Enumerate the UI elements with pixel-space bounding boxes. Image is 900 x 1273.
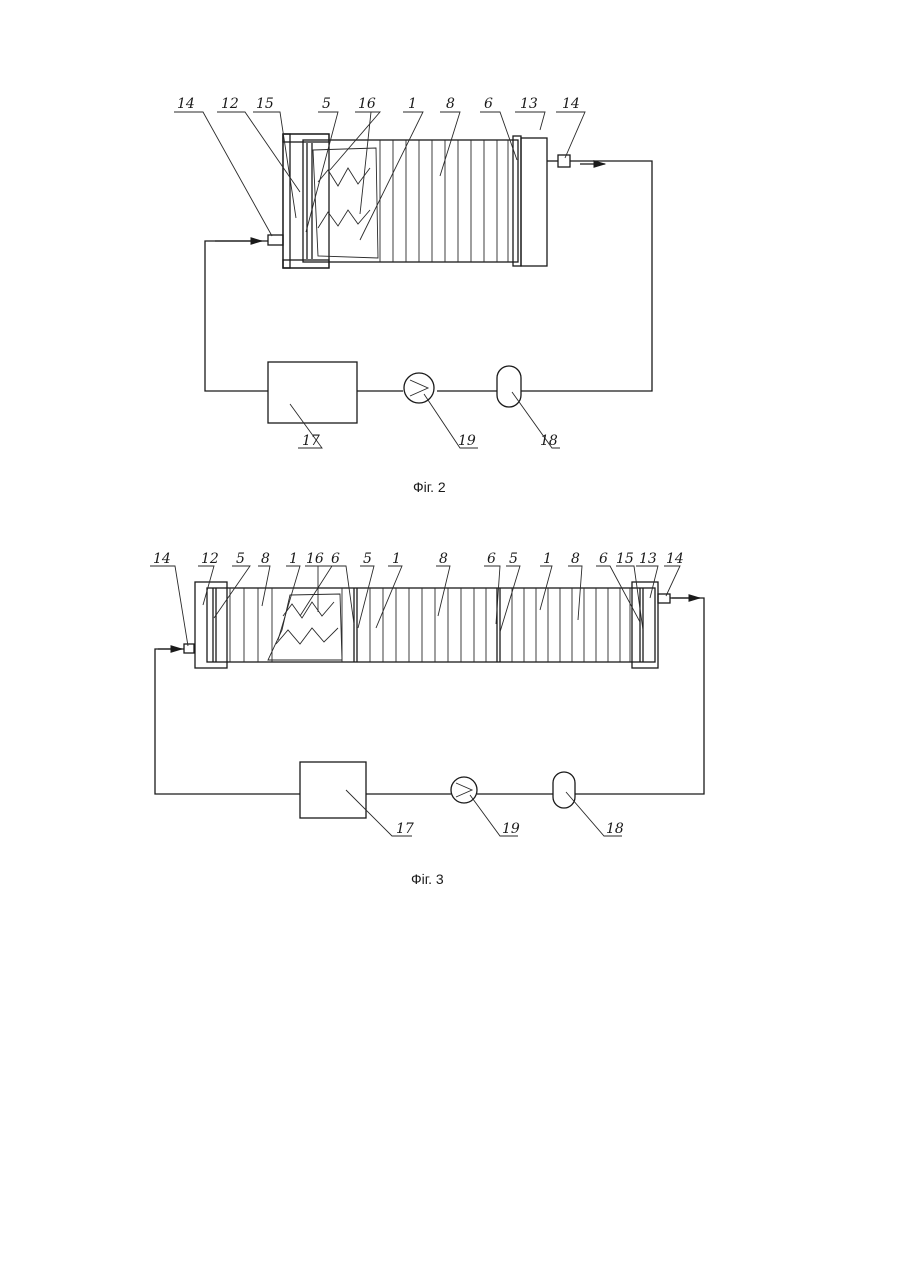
fig2-label-14-outlet: 14 <box>562 96 580 112</box>
fig2-heat-exchanger <box>268 134 570 268</box>
fig3-label-8c: 8 <box>571 551 580 567</box>
fig3-cutaway <box>268 594 342 660</box>
fig3-label-14-inlet: 14 <box>153 551 171 567</box>
fig3-label-6a: 6 <box>331 551 340 567</box>
fig2-label-12: 12 <box>221 96 239 112</box>
fig2-zigzag-bottom <box>318 210 370 228</box>
fig2-label-1: 1 <box>408 96 417 112</box>
fig2-label-6: 6 <box>484 96 493 112</box>
fig3-label-14-outlet: 14 <box>666 551 684 567</box>
fig3-pipe-left <box>155 649 300 794</box>
fig2-body <box>303 140 518 262</box>
fig3-outlet-nozzle <box>658 594 670 603</box>
fig2-labels: 14 12 15 5 16 1 8 6 13 14 17 19 18 <box>177 96 580 449</box>
fig3-vessel-18 <box>553 772 575 808</box>
fig2-vessel-18 <box>497 366 521 407</box>
fig3-body <box>207 588 655 662</box>
fig3-label-5a: 5 <box>236 551 245 567</box>
fig2-pump-19 <box>404 373 434 403</box>
fig3-label-8a: 8 <box>261 551 270 567</box>
fig3-label-8b: 8 <box>439 551 448 567</box>
fig3-label-1c: 1 <box>543 551 552 567</box>
fig2-label-14-inlet: 14 <box>177 96 195 112</box>
fig2-label-18: 18 <box>540 433 558 449</box>
fig3-unit-17 <box>300 762 366 818</box>
fig3-label-5b: 5 <box>363 551 372 567</box>
fig2-label-15: 15 <box>256 96 274 112</box>
fig3-label-17: 17 <box>396 821 414 837</box>
fig2-label-5: 5 <box>322 96 331 112</box>
fig2-label-13: 13 <box>520 96 538 112</box>
fig3-inlet-nozzle <box>184 644 194 653</box>
fig2-label-8: 8 <box>446 96 455 112</box>
fig2-plate-6 <box>513 136 521 266</box>
fig3-zigzag-bottom <box>276 628 338 644</box>
fig3-caption: Фіг. 3 <box>411 871 444 887</box>
fig3-leaders <box>150 566 680 836</box>
fig3-label-6c: 6 <box>599 551 608 567</box>
fig2-outlet-nozzle <box>558 155 570 167</box>
fig3-label-18: 18 <box>606 821 624 837</box>
fig3-left-cap <box>195 582 227 668</box>
fig2-unit-17 <box>268 362 357 423</box>
fig3-right-cap <box>632 582 658 668</box>
figure-2: 14 12 15 5 16 1 8 6 13 14 17 19 18 Фіг. … <box>174 96 652 495</box>
fig2-label-19: 19 <box>458 433 476 449</box>
fig3-label-5c: 5 <box>509 551 518 567</box>
fig2-caption: Фіг. 2 <box>413 479 446 495</box>
fig3-label-16: 16 <box>306 551 324 567</box>
fig2-inlet-nozzle <box>268 235 283 245</box>
fig2-right-cap <box>521 138 547 266</box>
fig3-label-19: 19 <box>502 821 520 837</box>
fig2-leaders <box>174 112 585 448</box>
fig3-pipe-loop <box>155 598 704 794</box>
fig2-pipe-left <box>205 241 268 391</box>
fig3-label-15: 15 <box>616 551 634 567</box>
fig3-label-1a: 1 <box>289 551 298 567</box>
fig2-zigzag-top <box>318 168 370 186</box>
fig3-label-1b: 1 <box>392 551 401 567</box>
fig2-label-17: 17 <box>302 433 320 449</box>
fig3-zigzag-top <box>283 602 334 618</box>
fig2-label-16: 16 <box>358 96 376 112</box>
fig2-channel-lines <box>380 140 508 262</box>
figure-3: 14 12 5 8 1 16 6 5 1 8 6 5 1 8 6 15 13 1… <box>150 551 704 887</box>
fig3-heat-exchanger <box>184 582 670 668</box>
fig2-cutaway <box>313 148 378 258</box>
fig3-label-12: 12 <box>201 551 219 567</box>
fig2-pipe-right <box>521 161 652 391</box>
fig2-pipe-loop <box>205 161 652 391</box>
fig3-label-13: 13 <box>639 551 657 567</box>
fig3-label-6b: 6 <box>487 551 496 567</box>
